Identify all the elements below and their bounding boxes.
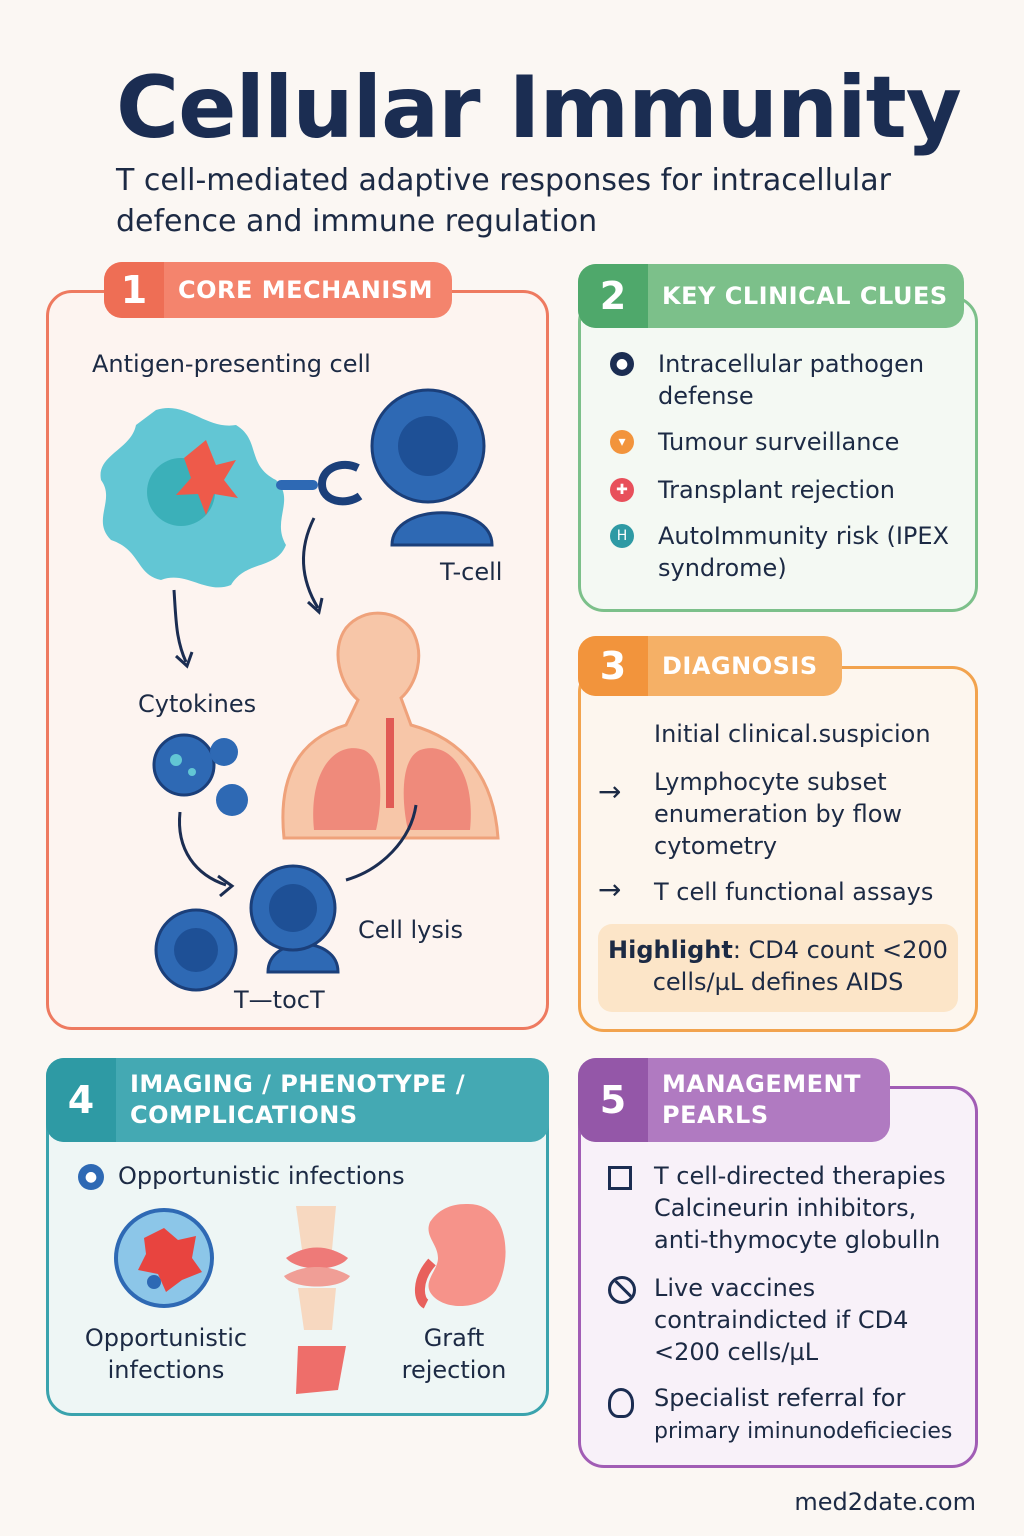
cytokine-icon bbox=[152, 733, 248, 816]
mechanism-illustration: T-cell Cell lysis T—tocT bbox=[100, 388, 502, 1014]
diagnosis-header: 3 DIAGNOSIS bbox=[578, 636, 842, 696]
section-label: MANAGEMENT PEARLS bbox=[662, 1070, 861, 1129]
kidney-icon bbox=[415, 1203, 506, 1309]
section-label: IMAGING / PHENOTYPE / COMPLICATIONS bbox=[130, 1070, 466, 1129]
prohibited-icon bbox=[608, 1276, 636, 1304]
opportunistic-infections-label: Opportunistic infections bbox=[84, 1324, 248, 1384]
page-subtitle: T cell-mediated adaptive responses for i… bbox=[116, 163, 891, 239]
footer-site: med2date.com bbox=[794, 1488, 976, 1516]
arrow-right-icon: → bbox=[598, 873, 622, 906]
clinical-clues-panel bbox=[578, 296, 978, 612]
management-item-therapy: T cell-directed therapies Calcineurin in… bbox=[608, 1160, 964, 1256]
cytotoxic-t-label: T—tocT bbox=[233, 986, 325, 1014]
core-mechanism-header: 1 CORE MECHANISM bbox=[104, 262, 452, 318]
joint-icon bbox=[284, 1206, 350, 1394]
imaging-header: 4 IMAGING / PHENOTYPE / COMPLICATIONS bbox=[46, 1058, 549, 1142]
cytotoxic-t-cell-icon bbox=[154, 864, 340, 992]
clue-item: H AutoImmunity risk (IPEX syndrome) bbox=[610, 520, 960, 584]
apc-label: Antigen-presenting cell bbox=[92, 350, 371, 378]
microbe-icon: ● bbox=[78, 1164, 104, 1190]
highlight-label: Highlight bbox=[608, 936, 733, 964]
diagnosis-step-initial: Initial clinical.suspicion bbox=[654, 720, 931, 748]
management-header: 5 MANAGEMENT PEARLS bbox=[578, 1058, 890, 1142]
cell-lysis-label: Cell lysis bbox=[358, 916, 463, 944]
page-title: Cellular Immunity bbox=[116, 58, 962, 158]
t-cell-label: T-cell bbox=[439, 558, 502, 586]
section-label: DIAGNOSIS bbox=[662, 651, 818, 680]
section-number: 5 bbox=[578, 1058, 648, 1142]
clue-item: ● Intracellular pathogen defense bbox=[610, 348, 960, 412]
t-cell-icon bbox=[370, 388, 494, 547]
diagnosis-step-flow: Lymphocyte subset enumeration by flow cy… bbox=[654, 768, 903, 860]
highlight-text: : CD4 count <200 cells/µL defines AIDS bbox=[652, 936, 948, 996]
pathogen-icon: ● bbox=[610, 352, 634, 376]
cytokines-label: Cytokines bbox=[138, 690, 257, 718]
management-panel bbox=[578, 1086, 978, 1468]
section-number: 1 bbox=[104, 262, 164, 318]
antigen-star-icon bbox=[176, 440, 238, 515]
section-number: 2 bbox=[578, 264, 648, 328]
grid-icon bbox=[608, 1166, 632, 1190]
autoimmunity-icon: H bbox=[610, 524, 634, 548]
section-label: KEY CLINICAL CLUES bbox=[662, 281, 948, 310]
section-label: CORE MECHANISM bbox=[178, 275, 433, 304]
section-number: 4 bbox=[46, 1058, 116, 1142]
complications-illustration bbox=[114, 1203, 506, 1394]
tumour-icon: ▾ bbox=[610, 430, 634, 454]
graft-rejection-label: Graft rejection bbox=[401, 1324, 507, 1384]
diagnosis-step-assays: T cell functional assays bbox=[654, 878, 934, 906]
clinical-clues-header: 2 KEY CLINICAL CLUES bbox=[578, 264, 964, 328]
specialist-icon bbox=[608, 1388, 634, 1418]
section-number: 3 bbox=[578, 636, 648, 696]
management-item-vaccines: Live vaccines contraindicted if CD4 <200… bbox=[608, 1272, 964, 1368]
clue-item: ▾ Tumour surveillance bbox=[610, 426, 960, 458]
clue-item: ✚ Transplant rejection bbox=[610, 474, 960, 506]
human-torso-icon bbox=[281, 611, 500, 840]
complication-bullet: ● Opportunistic infections bbox=[78, 1160, 518, 1192]
highlight-box: Highlight: CD4 count <200 cells/µL defin… bbox=[598, 924, 958, 1012]
transplant-icon: ✚ bbox=[610, 478, 634, 502]
infected-cell-icon bbox=[114, 1208, 214, 1308]
arrow-right-icon: → bbox=[598, 775, 622, 808]
